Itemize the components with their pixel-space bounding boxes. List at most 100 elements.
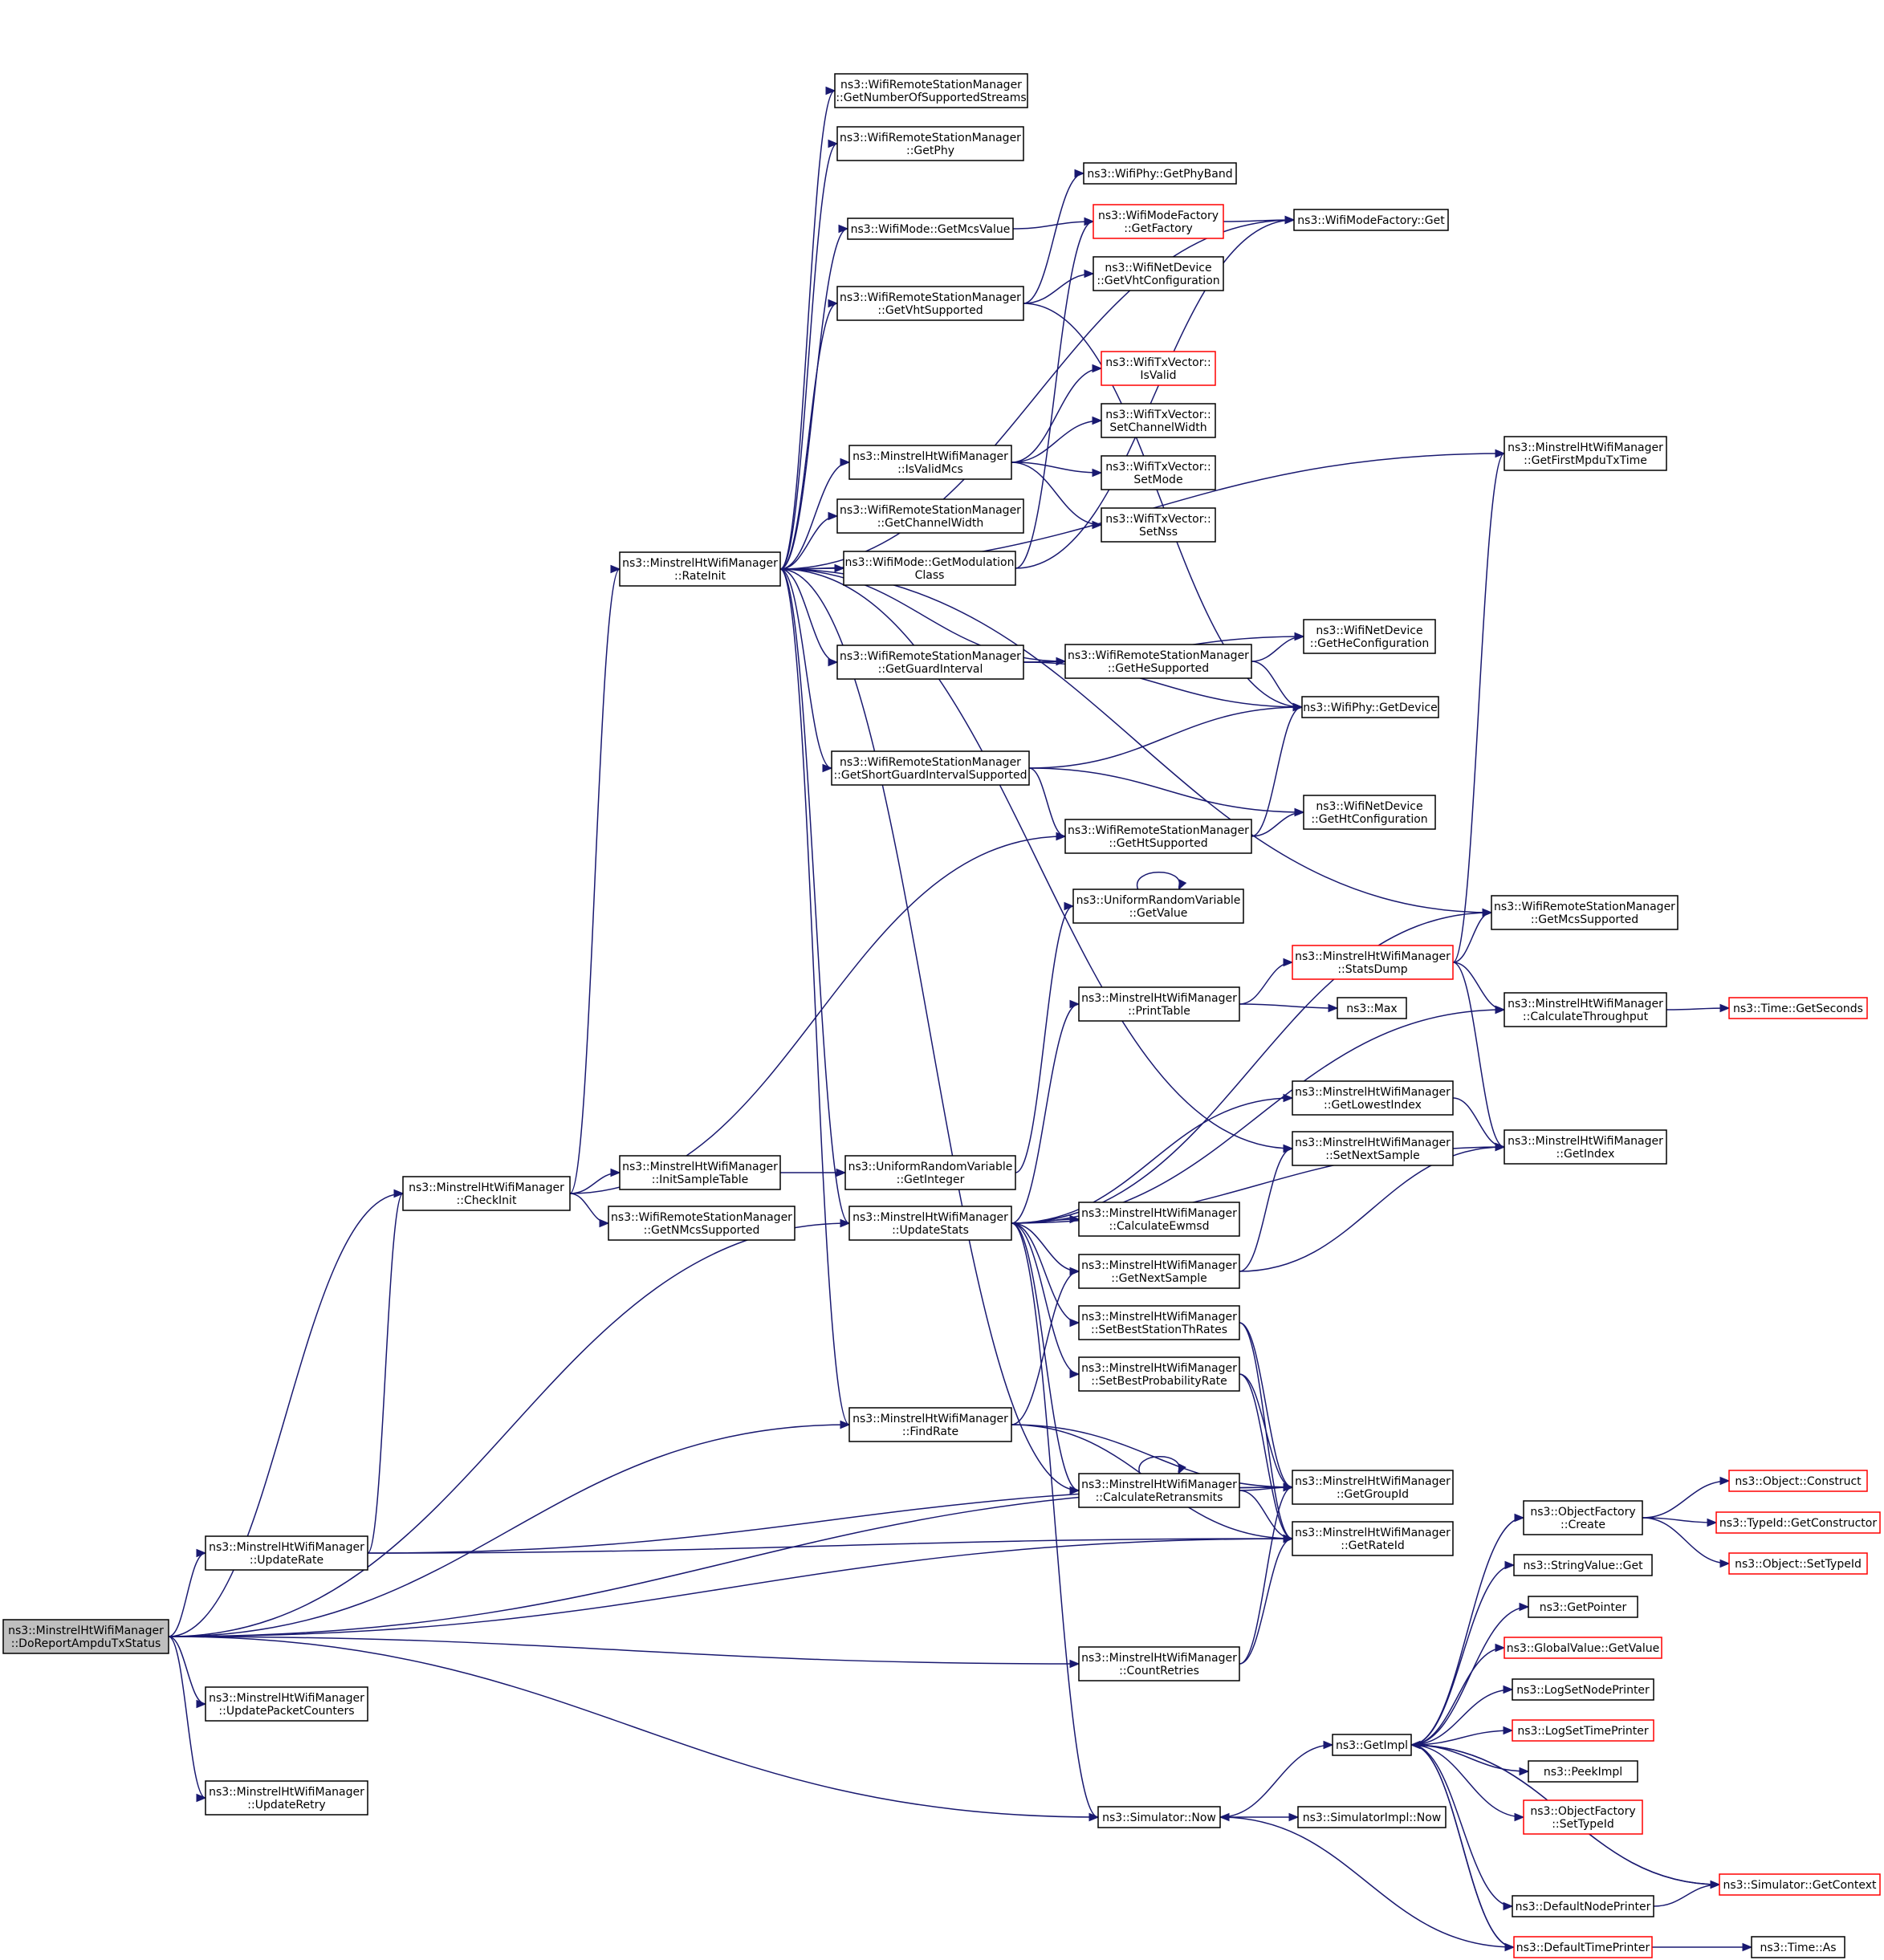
node-getvhtconf[interactable]: ns3::WifiNetDevice::GetVhtConfiguration [1093,256,1224,291]
node-txsetnss[interactable]: ns3::WifiTxVector::SetNss [1101,507,1216,543]
node-max[interactable]: ns3::Max [1337,997,1407,1019]
node-findrate[interactable]: ns3::MinstrelHtWifiManager::FindRate [848,1407,1012,1442]
node-label: ::StatsDump [1337,963,1407,976]
node-typeidgetctor[interactable]: ns3::TypeId::GetConstructor [1715,1511,1881,1534]
node-txsetmode[interactable]: ns3::WifiTxVector::SetMode [1101,455,1216,490]
node-simimplnow[interactable]: ns3::SimulatorImpl::Now [1297,1806,1447,1828]
node-defnodeprinter[interactable]: ns3::DefaultNodePrinter [1512,1895,1654,1917]
node-box [1504,436,1667,471]
node-modefactoryget[interactable]: ns3::WifiModeFactory::Get [1293,209,1449,231]
edge-line [168,1636,206,1705]
node-txsetcw[interactable]: ns3::WifiTxVector::SetChannelWidth [1101,403,1216,438]
edge-updatestats-to-printtable [1011,999,1080,1224]
node-gethecfg[interactable]: ns3::WifiNetDevice::GetHeConfiguration [1303,619,1436,654]
node-simgetcontext[interactable]: ns3::Simulator::GetContext [1719,1873,1881,1896]
edge-setbestprob-to-getgroupid [1239,1373,1294,1492]
node-updatepkt[interactable]: ns3::MinstrelHtWifiManager::UpdatePacket… [205,1686,368,1722]
node-getphyband[interactable]: ns3::WifiPhy::GetPhyBand [1083,162,1237,185]
node-updaterate[interactable]: ns3::MinstrelHtWifiManager::UpdateRate [205,1535,368,1571]
node-getsgi[interactable]: ns3::WifiRemoteStationManager::GetShortG… [831,750,1030,786]
node-statsdump[interactable]: ns3::MinstrelHtWifiManager::StatsDump [1292,945,1454,980]
node-getvalue[interactable]: ns3::UniformRandomVariable::GetValue [1072,889,1244,924]
node-getdevice[interactable]: ns3::WifiPhy::GetDevice [1301,696,1439,718]
node-label: ns3::WifiMode::GetModulation [845,556,1015,569]
node-getrateid[interactable]: ns3::MinstrelHtWifiManager::GetRateId [1292,1521,1454,1556]
node-calcewmsd[interactable]: ns3::MinstrelHtWifiManager::CalculateEwm… [1078,1202,1240,1237]
node-getnumstreams[interactable]: ns3::WifiRemoteStationManager::GetNumber… [834,73,1028,108]
node-objsettypeid[interactable]: ns3::Object::SetTypeId [1728,1552,1868,1575]
node-getnmcs[interactable]: ns3::WifiRemoteStationManager::GetNMcsSu… [608,1206,796,1241]
node-timeas[interactable]: ns3::Time::As [1751,1936,1845,1958]
node-setbestth[interactable]: ns3::MinstrelHtWifiManager::SetBestStati… [1078,1305,1240,1340]
node-label: ns3::MinstrelHtWifiManager [1295,1527,1451,1539]
node-getindex[interactable]: ns3::MinstrelHtWifiManager::GetIndex [1504,1129,1667,1165]
node-box [836,286,1024,321]
node-getfactory[interactable]: ns3::WifiModeFactory::GetFactory [1093,204,1224,239]
node-objfactcreate[interactable]: ns3::ObjectFactory::Create [1523,1500,1643,1535]
node-stringvalueget[interactable]: ns3::StringValue::Get [1513,1554,1653,1576]
node-objconstruct[interactable]: ns3::Object::Construct [1728,1470,1868,1492]
node-root[interactable]: ns3::MinstrelHtWifiManager::DoReportAmpd… [2,1619,169,1654]
edge-line [1239,962,1293,1005]
node-calcretrans[interactable]: ns3::MinstrelHtWifiManager::CalculateRet… [1078,1473,1240,1508]
node-peekimpl[interactable]: ns3::PeekImpl [1528,1760,1638,1783]
node-logsetnode[interactable]: ns3::LogSetNodePrinter [1512,1678,1654,1701]
edge-arrowhead [1092,364,1103,373]
edge-updatestats-to-calcretrans [1011,1222,1080,1495]
node-checkinit[interactable]: ns3::MinstrelHtWifiManager::CheckInit [402,1176,571,1211]
node-label: ns3::WifiRemoteStationManager [840,650,1021,663]
node-getmcssupported[interactable]: ns3::WifiRemoteStationManager::GetMcsSup… [1491,895,1679,930]
node-gethtcfg[interactable]: ns3::WifiNetDevice::GetHtConfiguration [1303,795,1436,830]
node-initsample[interactable]: ns3::MinstrelHtWifiManager::InitSampleTa… [619,1155,781,1190]
node-getvht[interactable]: ns3::WifiRemoteStationManager::GetVhtSup… [836,286,1024,321]
edge-rateinit-to-calcretrans [779,568,1080,1495]
node-rateinit[interactable]: ns3::MinstrelHtWifiManager::RateInit [619,551,781,587]
node-label: ns3::MinstrelHtWifiManager [852,450,1008,463]
edge-updaterate-to-checkinit [367,1189,405,1554]
node-getlowest[interactable]: ns3::MinstrelHtWifiManager::GetLowestInd… [1292,1080,1454,1116]
node-logsettime[interactable]: ns3::LogSetTimePrinter [1512,1719,1654,1742]
node-label: ::GetHtSupported [1109,837,1207,850]
node-setnextsample[interactable]: ns3::MinstrelHtWifiManager::SetNextSampl… [1292,1131,1454,1166]
node-getmcsvalue[interactable]: ns3::WifiMode::GetMcsValue [847,218,1014,240]
node-box [843,551,1016,586]
node-simnow[interactable]: ns3::Simulator::Now [1097,1806,1221,1828]
node-getnextsample[interactable]: ns3::MinstrelHtWifiManager::GetNextSampl… [1078,1254,1240,1289]
node-getfirstmpdu[interactable]: ns3::MinstrelHtWifiManager::GetFirstMpdu… [1504,436,1667,471]
node-countretries[interactable]: ns3::MinstrelHtWifiManager::CountRetries [1078,1646,1240,1681]
node-setbestprob[interactable]: ns3::MinstrelHtWifiManager::SetBestProba… [1078,1356,1240,1392]
node-label: ::SetBestProbabilityRate [1091,1375,1227,1388]
node-getht[interactable]: ns3::WifiRemoteStationManager::GetHtSupp… [1064,819,1252,854]
node-calcthroughput[interactable]: ns3::MinstrelHtWifiManager::CalculateThr… [1504,992,1667,1027]
node-getphy[interactable]: ns3::WifiRemoteStationManager::GetPhy [836,126,1024,161]
node-printtable[interactable]: ns3::MinstrelHtWifiManager::PrintTable [1078,986,1240,1022]
node-box [848,1206,1012,1241]
node-objfactsettype[interactable]: ns3::ObjectFactory::SetTypeId [1523,1799,1643,1835]
node-gethe[interactable]: ns3::WifiRemoteStationManager::GetHeSupp… [1064,644,1252,679]
edge-line [779,568,850,1425]
node-label: ::DoReportAmpduTxStatus [11,1637,161,1650]
edge-statsdump-to-calcthroughput [1452,962,1506,1015]
edge-line [1011,1097,1293,1224]
node-timegetseconds[interactable]: ns3::Time::GetSeconds [1728,997,1868,1019]
node-label: ns3::MinstrelHtWifiManager [1081,992,1237,1005]
edge-line [1219,1816,1515,1948]
node-label: ns3::WifiRemoteStationManager [840,291,1021,304]
node-getpointer[interactable]: ns3::GetPointer [1528,1596,1638,1618]
edge-line [779,568,832,769]
node-label: ::GetFactory [1124,222,1193,235]
node-txisvalid[interactable]: ns3::WifiTxVector::IsValid [1101,351,1216,386]
node-getgroupid[interactable]: ns3::MinstrelHtWifiManager::GetGroupId [1292,1470,1454,1505]
node-getimpl[interactable]: ns3::GetImpl [1332,1734,1412,1756]
edge-line [1015,221,1094,569]
node-deftimeprinter[interactable]: ns3::DefaultTimePrinter [1513,1936,1653,1958]
node-updatestats[interactable]: ns3::MinstrelHtWifiManager::UpdateStats [848,1206,1012,1241]
node-getchanwidth[interactable]: ns3::WifiRemoteStationManager::GetChanne… [836,498,1024,534]
node-getguard[interactable]: ns3::WifiRemoteStationManager::GetGuardI… [836,645,1024,680]
node-isvalidmcs[interactable]: ns3::MinstrelHtWifiManager::IsValidMcs [848,445,1012,480]
node-globalvalue[interactable]: ns3::GlobalValue::GetValue [1504,1637,1662,1659]
node-updateretry[interactable]: ns3::MinstrelHtWifiManager::UpdateRetry [205,1780,368,1816]
node-getinteger[interactable]: ns3::UniformRandomVariable::GetInteger [844,1155,1016,1190]
node-label: ns3::MinstrelHtWifiManager [622,1161,778,1173]
